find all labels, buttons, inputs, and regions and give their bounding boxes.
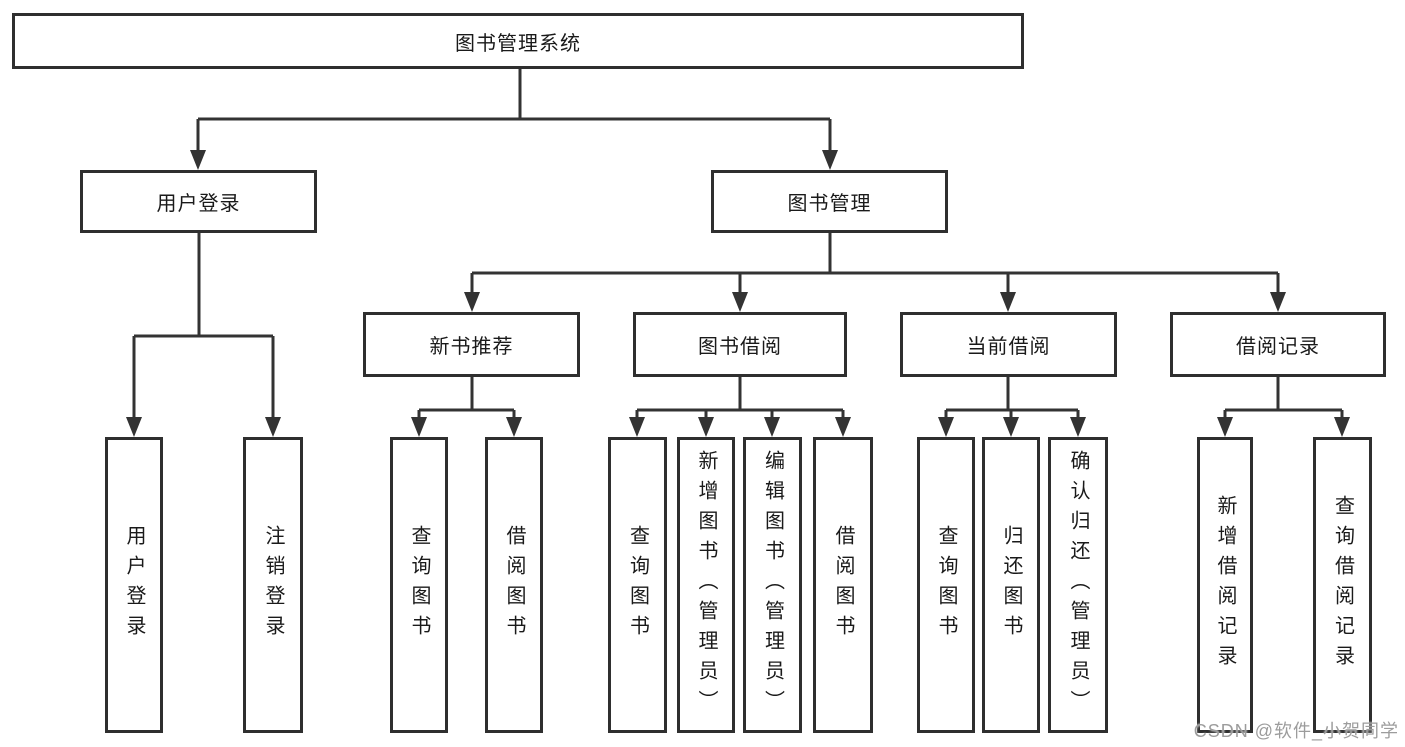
leaf-query-book-borrow: 查询图书 [608, 437, 667, 733]
leaf-query-borrow-record: 查询借阅记录 [1313, 437, 1372, 733]
leaf-borrow-book: 借阅图书 [813, 437, 873, 733]
leaf-add-borrow-record: 新增借阅记录 [1197, 437, 1253, 733]
leaf-query-book-recommend: 查询图书 [390, 437, 448, 733]
node-library-system: 图书管理系统 [12, 13, 1024, 69]
leaf-borrow-book-recommend: 借阅图书 [485, 437, 543, 733]
node-borrow-records: 借阅记录 [1170, 312, 1386, 377]
leaf-add-book-admin: 新增图书（管理员） [677, 437, 735, 733]
node-user-login: 用户登录 [80, 170, 317, 233]
leaf-user-login: 用户登录 [105, 437, 163, 733]
leaf-query-book-current: 查询图书 [917, 437, 975, 733]
leaf-return-book: 归还图书 [982, 437, 1040, 733]
csdn-watermark: CSDN @软件_小贺同学 [1193, 721, 1399, 741]
node-current-borrow: 当前借阅 [900, 312, 1117, 377]
node-book-borrow: 图书借阅 [633, 312, 847, 377]
leaf-logout: 注销登录 [243, 437, 303, 733]
leaf-edit-book-admin: 编辑图书（管理员） [743, 437, 802, 733]
node-new-book-recommend: 新书推荐 [363, 312, 580, 377]
leaf-confirm-return-admin: 确认归还（管理员） [1048, 437, 1108, 733]
node-book-management: 图书管理 [711, 170, 948, 233]
